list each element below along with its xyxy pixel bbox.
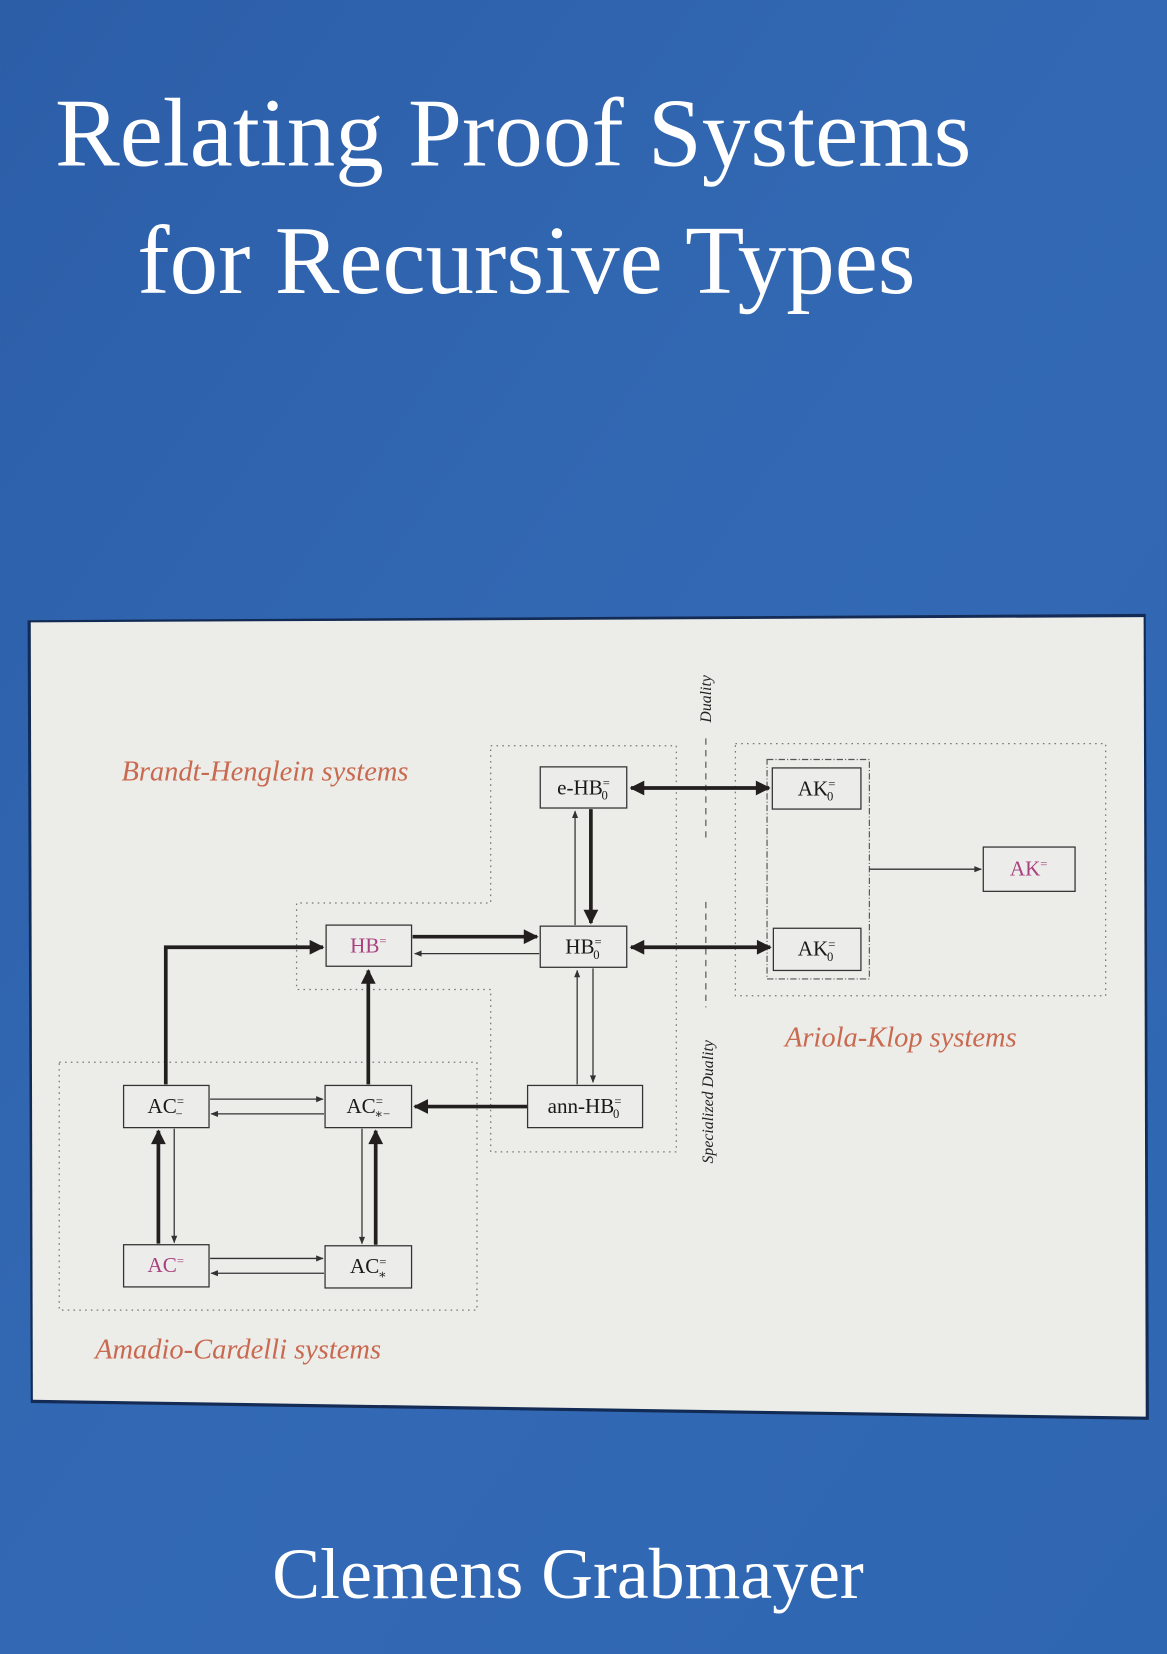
svg-text:AC=−: AC=− bbox=[148, 1094, 184, 1121]
node-ac-minus: AC=− bbox=[122, 1084, 210, 1129]
ariola-klop-label: Ariola-Klop systems bbox=[783, 1022, 1017, 1053]
node-ac: AC= bbox=[122, 1244, 210, 1288]
svg-text:HB=: HB= bbox=[350, 934, 386, 958]
svg-text:e-HB=0: e-HB=0 bbox=[557, 775, 610, 802]
title-line-2: for Recursive Types bbox=[137, 207, 915, 314]
svg-text:AC=: AC= bbox=[148, 1253, 184, 1277]
diagram-panel: Duality Specialized Duality Brandt-Hengl… bbox=[27, 613, 1149, 1420]
node-ak0-top: AK=0 bbox=[771, 767, 862, 810]
node-ann-hb0: ann-HB=0 bbox=[526, 1084, 644, 1129]
duality-label: Duality bbox=[698, 674, 715, 723]
amadio-cardelli-label: Amadio-Cardelli systems bbox=[93, 1335, 381, 1366]
svg-text:AC=∗: AC=∗ bbox=[350, 1254, 387, 1281]
title-line-1: Relating Proof Systems bbox=[55, 80, 971, 187]
node-ak0-bottom: AK=0 bbox=[772, 927, 862, 972]
brandt-henglein-region bbox=[295, 745, 677, 1153]
svg-text:AK=0: AK=0 bbox=[798, 937, 836, 964]
svg-text:ann-HB=0: ann-HB=0 bbox=[548, 1094, 622, 1121]
node-ac-star-minus: AC=∗− bbox=[324, 1084, 413, 1129]
specialized-duality-label: Specialized Duality bbox=[700, 1039, 717, 1163]
ariola-klop-region bbox=[734, 743, 1107, 997]
node-e-hb0: e-HB=0 bbox=[539, 766, 628, 809]
svg-text:AK=0: AK=0 bbox=[798, 776, 836, 803]
svg-text:AC=∗−: AC=∗− bbox=[346, 1094, 390, 1121]
svg-text:AK=: AK= bbox=[1010, 857, 1048, 881]
amadio-cardelli-region bbox=[58, 1061, 478, 1311]
arrows bbox=[151, 780, 982, 1277]
brandt-henglein-label: Brandt-Henglein systems bbox=[121, 757, 408, 788]
node-ac-star: AC=∗ bbox=[324, 1245, 413, 1289]
node-hb0: HB=0 bbox=[539, 925, 628, 968]
node-ak: AK= bbox=[982, 846, 1076, 892]
svg-text:HB=0: HB=0 bbox=[565, 935, 601, 962]
author-name: Clemens Grabmayer bbox=[272, 1534, 864, 1614]
node-hb: HB= bbox=[325, 924, 413, 967]
